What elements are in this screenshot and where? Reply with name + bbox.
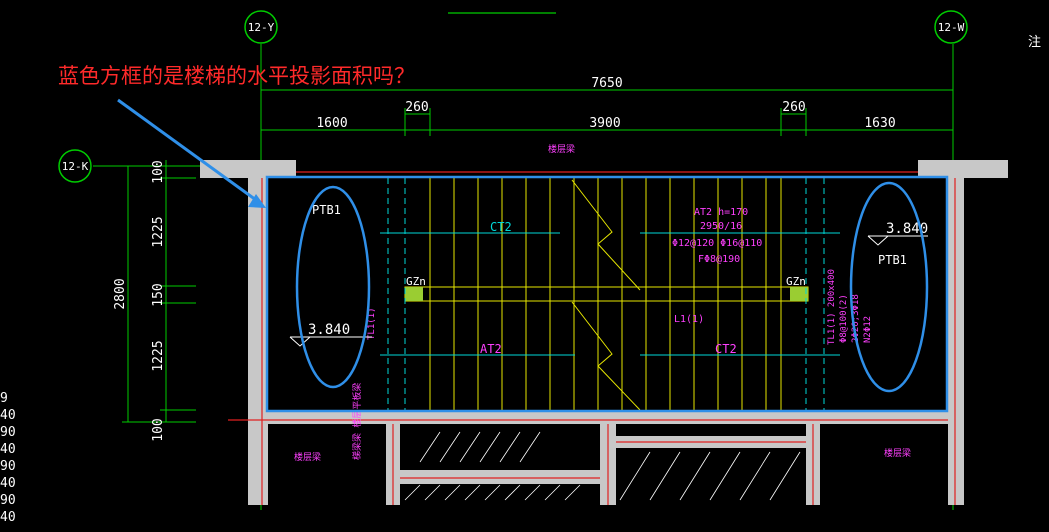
note-vertical: 梯梁梁 楼层平板梁 — [351, 383, 363, 460]
dim-total-width: 7650 — [591, 76, 622, 91]
beam-spec-2: Φ8@100(2) — [839, 294, 849, 343]
dim-middle: 3900 — [589, 116, 620, 131]
elev-left: 3.840 — [308, 322, 350, 338]
axis-label-top-right: 12-W — [938, 21, 965, 34]
red-lines — [228, 171, 956, 505]
spec-2: 2950/16 — [700, 221, 742, 232]
left-number: 40 — [0, 476, 16, 491]
cyan-dashed — [387, 178, 825, 410]
elev-mark-left — [289, 336, 311, 347]
label-gz-left: GZn — [406, 275, 426, 288]
left-edge-numbers: 9 40 90 40 90 40 90 40 — [0, 390, 16, 526]
left-number: 90 — [0, 493, 16, 508]
dim-height-total: 2800 — [113, 278, 128, 309]
blue-ellipse-left — [295, 185, 371, 389]
left-number: 90 — [0, 425, 16, 440]
label-l1: L1(1) — [674, 314, 704, 325]
label-ct2-bottom: CT2 — [715, 342, 737, 356]
dim-h4: 1225 — [151, 340, 166, 371]
dim-h3: 150 — [151, 283, 166, 306]
label-ptb-left: PTB1 — [312, 203, 341, 217]
left-number: 90 — [0, 459, 16, 474]
left-number: 40 — [0, 442, 16, 457]
slab-label-top: 楼层梁 — [548, 143, 575, 155]
corner-text: 注 — [1028, 35, 1041, 50]
hatching — [404, 431, 801, 501]
dim-gap2: 260 — [782, 100, 805, 115]
left-number: 40 — [0, 408, 16, 423]
beam-spec-3: 2Φ20;3Φ18 — [851, 294, 861, 343]
top-dimensions — [260, 84, 954, 136]
spec-at2: AT2 h=170 — [694, 207, 748, 218]
elev-mark-right — [867, 235, 889, 246]
left-number: 9 — [0, 391, 8, 406]
label-gz-right: GZn — [786, 275, 806, 288]
axis-bubble-top-right — [934, 10, 968, 44]
label-tl1-left: TL1(1) — [367, 307, 377, 340]
dim-h5: 100 — [151, 418, 166, 441]
label-ptb-right: PTB1 — [878, 253, 907, 267]
slab-label-bottom-right: 楼层梁 — [884, 447, 911, 459]
label-ct2-top: CT2 — [490, 220, 512, 234]
beam-spec-4: N2Φ12 — [863, 316, 873, 343]
beam-spec-1: TL1(1) 200x400 — [827, 269, 837, 345]
dim-h2: 1225 — [151, 216, 166, 247]
spec-4: FΦ8@190 — [698, 254, 740, 265]
dim-seg1: 1600 — [316, 116, 347, 131]
direction-lines — [380, 232, 840, 356]
dim-h1: 100 — [151, 160, 166, 183]
elev-right: 3.840 — [886, 221, 928, 237]
left-number: 40 — [0, 510, 16, 525]
dim-seg3: 1630 — [864, 116, 895, 131]
blue-box — [265, 175, 949, 413]
left-dimensions — [122, 160, 196, 423]
axis-bubble-top-left — [244, 10, 278, 44]
axis-label-left: 12-K — [62, 160, 89, 173]
post-right — [790, 287, 808, 301]
spec-3: Φ12@120 Φ16@110 — [672, 238, 762, 249]
axis-label-top-left: 12-Y — [248, 21, 275, 34]
dim-gap1: 260 — [405, 100, 428, 115]
slab-label-bottom-left: 楼层梁 — [294, 451, 321, 463]
blue-arrow — [117, 98, 266, 208]
stair-treads — [404, 178, 809, 411]
blue-ellipse-right — [849, 181, 929, 393]
post-left — [405, 287, 423, 301]
label-at2-bottom: AT2 — [480, 342, 502, 356]
question-text: 蓝色方框的是楼梯的水平投影面积吗？ — [58, 64, 415, 88]
axis-bubble-left — [58, 149, 92, 183]
